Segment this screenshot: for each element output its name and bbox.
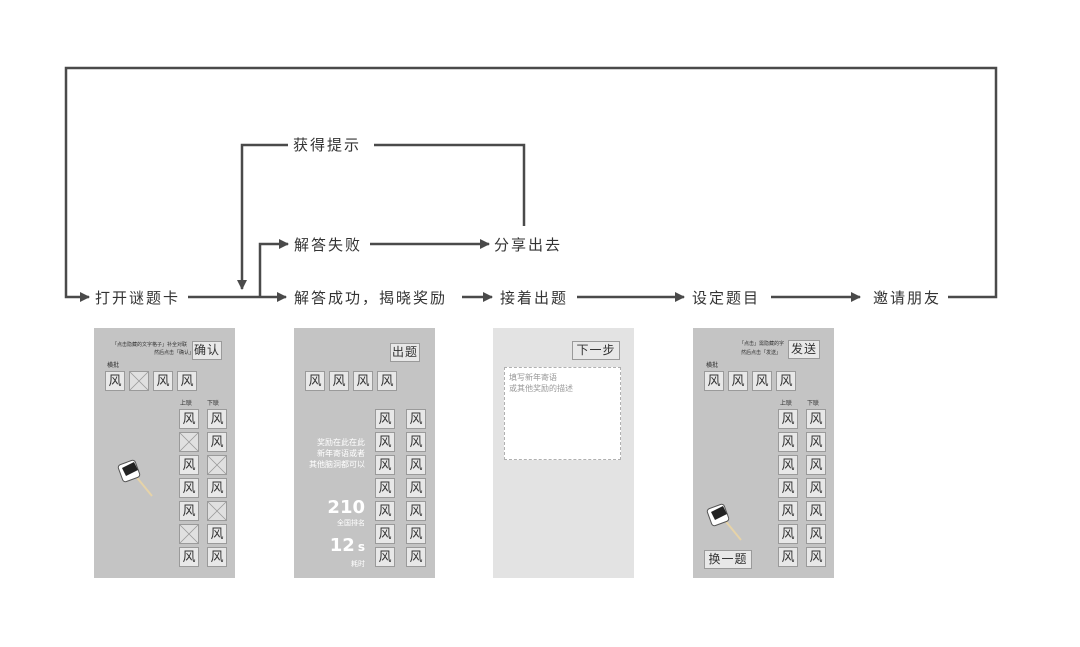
hidden-char-tile[interactable] [207, 455, 227, 475]
char-tile[interactable]: 风 [207, 478, 227, 498]
char-tile: 风 [375, 547, 395, 567]
char-tile[interactable]: 风 [806, 455, 826, 475]
char-tile: 风 [375, 432, 395, 452]
lower-label: 下联 [807, 400, 819, 407]
send-button[interactable]: 发送 [788, 340, 820, 359]
char-tile[interactable]: 风 [806, 501, 826, 521]
node-invite-friends: 邀请朋友 [873, 289, 941, 307]
time-unit: s [358, 540, 365, 554]
char-tile: 风 [406, 409, 426, 429]
horizontal-label: 横批 [706, 362, 718, 369]
char-tile[interactable]: 风 [179, 455, 199, 475]
char-tile[interactable]: 风 [778, 409, 798, 429]
hidden-char-tile[interactable] [179, 432, 199, 452]
char-tile: 风 [406, 501, 426, 521]
fan-icon [114, 456, 162, 500]
char-tile[interactable]: 风 [806, 524, 826, 544]
arrow-share-to-hint [374, 145, 524, 226]
publish-button[interactable]: 出题 [390, 343, 420, 362]
char-tile[interactable]: 风 [179, 409, 199, 429]
char-tile: 风 [406, 547, 426, 567]
reward-line-1: 奖励在此在此 [317, 438, 365, 448]
node-set-question: 设定题目 [692, 289, 760, 307]
char-tile[interactable]: 风 [179, 501, 199, 521]
node-share: 分享出去 [494, 236, 562, 254]
char-tile: 风 [406, 524, 426, 544]
instruction-line-1: 「点击隐藏的文字格子」补全对联 [112, 342, 187, 348]
placeholder-line-1: 填写新年寄语 [509, 372, 557, 383]
char-tile: 风 [406, 432, 426, 452]
char-tile: 风 [375, 501, 395, 521]
char-tile: 风 [375, 409, 395, 429]
node-open-card: 打开谜题卡 [95, 289, 180, 307]
rank-label: 全国排名 [337, 518, 365, 528]
char-tile[interactable]: 风 [778, 524, 798, 544]
reward-line-2: 新年寄语或者 [317, 449, 365, 459]
node-solve-fail: 解答失败 [294, 236, 362, 254]
node-next-question: 接着出题 [500, 289, 568, 307]
char-tile: 风 [406, 455, 426, 475]
arrow-open-to-fail [260, 244, 288, 297]
char-tile: 风 [377, 371, 397, 391]
char-tile[interactable]: 风 [177, 371, 197, 391]
char-tile[interactable]: 风 [728, 371, 748, 391]
horizontal-label: 横批 [107, 362, 119, 369]
screen-set-question: 「点击」需隐藏的字 然后点击「发送」 发送 横批 上联 下联 换一题 风风风风风… [693, 328, 834, 578]
swap-question-button[interactable]: 换一题 [704, 550, 752, 569]
confirm-button[interactable]: 确认 [192, 341, 222, 360]
fan-icon [703, 500, 751, 544]
node-get-hint: 获得提示 [293, 136, 361, 154]
char-tile[interactable]: 风 [207, 409, 227, 429]
screen-solve-puzzle: 「点击隐藏的文字格子」补全对联 然后点击「确认」 确认 横批 上联 下联 风风风… [94, 328, 235, 578]
char-tile[interactable]: 风 [179, 547, 199, 567]
char-tile[interactable]: 风 [778, 432, 798, 452]
upper-label: 上联 [780, 400, 792, 407]
screen-next-question: 下一步 填写新年寄语 或其他奖励的描述 [493, 328, 634, 578]
instruction-line-1: 「点击」需隐藏的字 [739, 341, 784, 347]
char-tile[interactable]: 风 [776, 371, 796, 391]
char-tile[interactable]: 风 [704, 371, 724, 391]
char-tile[interactable]: 风 [806, 547, 826, 567]
char-tile[interactable]: 风 [207, 432, 227, 452]
placeholder-line-2: 或其他奖励的描述 [509, 383, 573, 394]
char-tile[interactable]: 风 [105, 371, 125, 391]
arrow-hint-to-open [242, 145, 288, 289]
message-textarea[interactable]: 填写新年寄语 或其他奖励的描述 [504, 367, 621, 460]
time-label: 耗时 [351, 559, 365, 569]
rank-value: 210 [327, 498, 365, 518]
char-tile[interactable]: 风 [153, 371, 173, 391]
loop-invite-to-open [66, 68, 996, 297]
char-tile[interactable]: 风 [752, 371, 772, 391]
hidden-char-tile[interactable] [207, 501, 227, 521]
char-tile[interactable]: 风 [806, 409, 826, 429]
char-tile: 风 [375, 478, 395, 498]
char-tile[interactable]: 风 [778, 478, 798, 498]
char-tile[interactable]: 风 [806, 432, 826, 452]
char-tile[interactable]: 风 [207, 547, 227, 567]
node-solve-success: 解答成功，揭晓奖励 [294, 289, 447, 307]
instruction-line-2: 然后点击「发送」 [741, 350, 781, 356]
char-tile[interactable]: 风 [179, 478, 199, 498]
next-step-button[interactable]: 下一步 [572, 341, 620, 360]
char-tile[interactable]: 风 [778, 455, 798, 475]
char-tile[interactable]: 风 [778, 501, 798, 521]
char-tile[interactable]: 风 [778, 547, 798, 567]
char-tile: 风 [375, 524, 395, 544]
char-tile[interactable]: 风 [806, 478, 826, 498]
char-tile: 风 [329, 371, 349, 391]
reward-line-3: 其他脑洞都可以 [309, 460, 365, 470]
time-number: 12 [330, 535, 355, 556]
instruction-line-2: 然后点击「确认」 [154, 350, 194, 356]
char-tile: 风 [406, 478, 426, 498]
upper-label: 上联 [180, 400, 192, 407]
hidden-char-tile[interactable] [129, 371, 149, 391]
char-tile: 风 [375, 455, 395, 475]
char-tile: 风 [305, 371, 325, 391]
lower-label: 下联 [207, 400, 219, 407]
char-tile: 风 [353, 371, 373, 391]
hidden-char-tile[interactable] [179, 524, 199, 544]
char-tile[interactable]: 风 [207, 524, 227, 544]
